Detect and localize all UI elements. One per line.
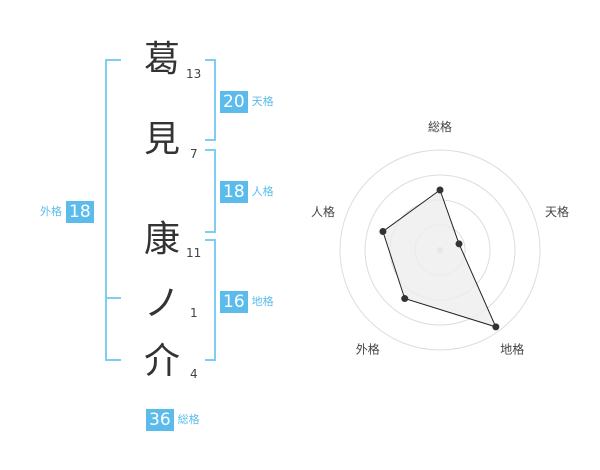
- radar-point-3: [492, 323, 500, 331]
- name-char-1: 葛: [143, 39, 180, 80]
- chikaku-badge: 16 地格: [220, 291, 274, 313]
- gaikaku-bracket: [105, 59, 121, 361]
- radar-axis-label-4: 外格: [356, 342, 380, 357]
- name-char-4: ノ: [143, 283, 180, 324]
- tenkaku-bracket: [205, 59, 216, 141]
- jinkaku-bracket: [205, 149, 216, 233]
- stroke-count-5: 4: [190, 367, 198, 381]
- radar-point-1: [436, 186, 444, 194]
- gaikaku-value: 18: [66, 201, 94, 223]
- radar-ring-4: [339, 149, 541, 351]
- radar-point-2: [455, 240, 463, 248]
- chikaku-value: 16: [220, 291, 248, 313]
- soukaku-badge: 36 総格: [146, 409, 200, 431]
- name-char-5: 介: [143, 341, 180, 382]
- stroke-count-4: 1: [190, 306, 198, 320]
- jinkaku-value: 18: [220, 181, 248, 203]
- tenkaku-label: 天格: [251, 95, 274, 108]
- soukaku-value: 36: [146, 409, 174, 431]
- radar-axis-label-2: 天格: [545, 204, 569, 219]
- radar-point-5: [379, 227, 387, 235]
- radar-polygon: [382, 189, 497, 328]
- radar-axis-label-1: 総格: [428, 119, 452, 134]
- chikaku-bracket: [205, 239, 216, 361]
- stroke-count-2: 7: [190, 147, 198, 161]
- chikaku-label: 地格: [251, 295, 274, 308]
- gaikaku-label: 外格: [40, 205, 62, 218]
- jinkaku-label: 人格: [251, 185, 274, 198]
- stroke-count-3: 11: [186, 246, 202, 260]
- radar-point-4: [401, 295, 409, 303]
- tenkaku-badge: 20 天格: [220, 91, 274, 113]
- jinkaku-badge: 18 人格: [220, 181, 274, 203]
- name-char-2: 見: [143, 119, 180, 160]
- gaikaku-badge: 18 外格: [40, 201, 94, 223]
- radar-ring-3: [364, 174, 516, 326]
- soukaku-label: 総格: [177, 413, 200, 426]
- radar-axis-label-3: 地格: [500, 342, 524, 357]
- stroke-count-1: 13: [186, 67, 202, 81]
- tenkaku-value: 20: [220, 91, 248, 113]
- name-char-3: 康: [143, 219, 180, 260]
- radar-axis-label-5: 人格: [311, 204, 335, 219]
